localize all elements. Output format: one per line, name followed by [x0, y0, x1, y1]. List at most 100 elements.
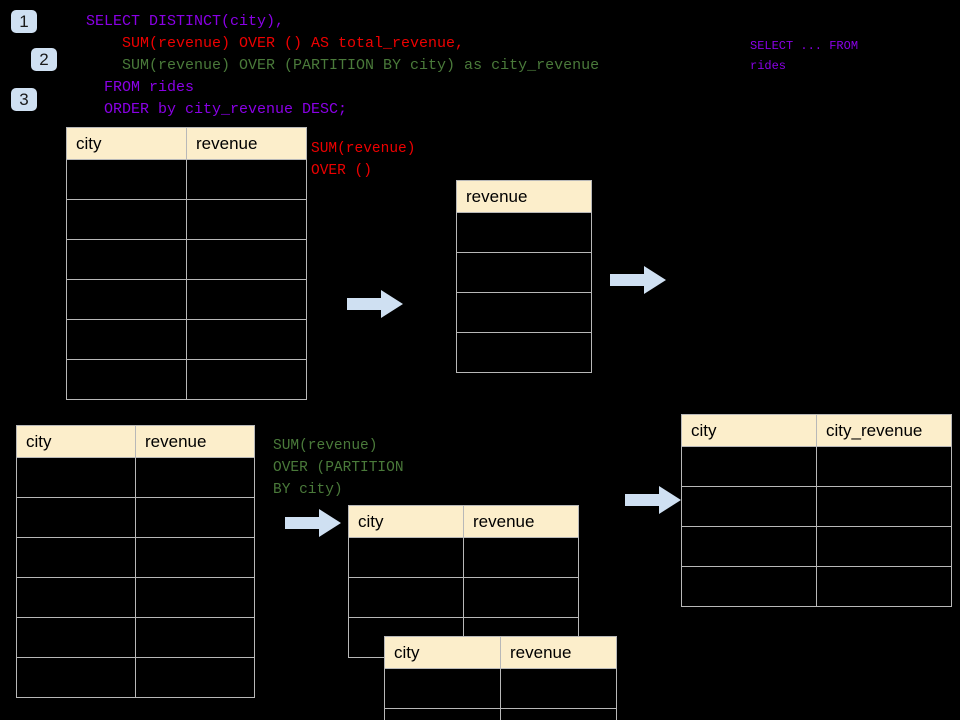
table-row [16, 657, 255, 698]
table-row [66, 199, 307, 240]
rides-source-table-bottom: city revenue [16, 425, 255, 698]
table-header-row: city revenue [66, 127, 307, 160]
query-line-select: SELECT DISTINCT(city), [86, 13, 285, 30]
cell-city [681, 566, 817, 607]
column-header-city: city [348, 505, 464, 538]
column-header-revenue: revenue [135, 425, 255, 458]
table-row [681, 566, 952, 607]
table-row [66, 159, 307, 200]
cell-city [384, 708, 501, 720]
table-row [16, 537, 255, 578]
cell-revenue [463, 537, 579, 578]
cell-revenue [135, 617, 255, 658]
side-note-line-2: rides [750, 59, 787, 73]
table-row [16, 497, 255, 538]
table-row [16, 577, 255, 618]
cell-city [66, 239, 187, 280]
table-row [384, 708, 617, 720]
column-header-revenue: revenue [186, 127, 307, 160]
annotation-city-revenue-line-3: BY city) [273, 482, 343, 498]
table-row [681, 486, 952, 527]
total-revenue-table: revenue [456, 180, 592, 373]
table-row [16, 617, 255, 658]
cell-revenue [135, 657, 255, 698]
result-city-revenue-table: city city_revenue [681, 414, 952, 607]
column-header-revenue: revenue [463, 505, 579, 538]
cell-revenue [463, 577, 579, 618]
cell-revenue [456, 292, 592, 333]
cell-revenue [135, 577, 255, 618]
cell-city [16, 617, 136, 658]
cell-city [66, 159, 187, 200]
column-header-city-revenue: city_revenue [816, 414, 952, 447]
column-header-city: city [66, 127, 187, 160]
step-badge-3: 3 [11, 88, 37, 111]
query-line-order-by: ORDER by city_revenue DESC; [86, 101, 348, 118]
table-row [66, 279, 307, 320]
cell-revenue [500, 708, 617, 720]
table-header-row: revenue [456, 180, 592, 213]
table-row [681, 526, 952, 567]
table-row [66, 239, 307, 280]
step-badge-1: 1 [11, 10, 37, 33]
cell-city [681, 486, 817, 527]
arrow-source-to-partition [285, 509, 341, 537]
cell-revenue [186, 239, 307, 280]
annotation-city-revenue-line-1: SUM(revenue) [273, 438, 378, 454]
table-row [456, 212, 592, 253]
cell-city [681, 446, 817, 487]
cell-city [384, 668, 501, 709]
table-row [16, 457, 255, 498]
cell-revenue [186, 359, 307, 400]
cell-city [66, 279, 187, 320]
annotation-total-revenue-line-1: SUM(revenue) [311, 141, 416, 157]
table-row [456, 332, 592, 373]
table-header-row: city revenue [348, 505, 579, 538]
table-header-row: city city_revenue [681, 414, 952, 447]
arrow-source-to-total-revenue [347, 290, 403, 318]
cell-revenue [135, 457, 255, 498]
query-line-total-revenue: SUM(revenue) OVER () AS total_revenue, [86, 35, 465, 52]
cell-city [16, 577, 136, 618]
cell-city [16, 457, 136, 498]
cell-revenue [186, 279, 307, 320]
cell-city [348, 577, 464, 618]
table-header-row: city revenue [16, 425, 255, 458]
table-row [456, 252, 592, 293]
arrow-total-revenue-to-result [610, 266, 666, 294]
table-row [681, 446, 952, 487]
cell-city-revenue [816, 486, 952, 527]
cell-revenue [186, 159, 307, 200]
query-line-from: FROM rides [86, 79, 195, 96]
cell-revenue [456, 332, 592, 373]
query-line-city-revenue: SUM(revenue) OVER (PARTITION BY city) as… [86, 57, 600, 74]
rides-source-table-top: city revenue [66, 127, 307, 400]
column-header-city: city [681, 414, 817, 447]
step-badge-2: 2 [31, 48, 57, 71]
column-header-revenue: revenue [500, 636, 617, 669]
cell-revenue [186, 319, 307, 360]
cell-city [66, 199, 187, 240]
table-row [348, 537, 579, 578]
cell-revenue [186, 199, 307, 240]
cell-city-revenue [816, 446, 952, 487]
side-note-line-1: SELECT ... FROM [750, 39, 859, 53]
cell-city [16, 497, 136, 538]
cell-revenue [135, 537, 255, 578]
column-header-revenue: revenue [456, 180, 592, 213]
cell-revenue [135, 497, 255, 538]
cell-city [16, 657, 136, 698]
cell-city [16, 537, 136, 578]
table-header-row: city revenue [384, 636, 617, 669]
arrow-partition-to-result [625, 486, 681, 514]
cell-revenue [456, 212, 592, 253]
table-row [384, 668, 617, 709]
cell-city [66, 319, 187, 360]
column-header-city: city [384, 636, 501, 669]
cell-city [348, 537, 464, 578]
partition-group-table-lower: city revenue [384, 636, 617, 720]
table-row [348, 577, 579, 618]
cell-city [681, 526, 817, 567]
cell-revenue [456, 252, 592, 293]
